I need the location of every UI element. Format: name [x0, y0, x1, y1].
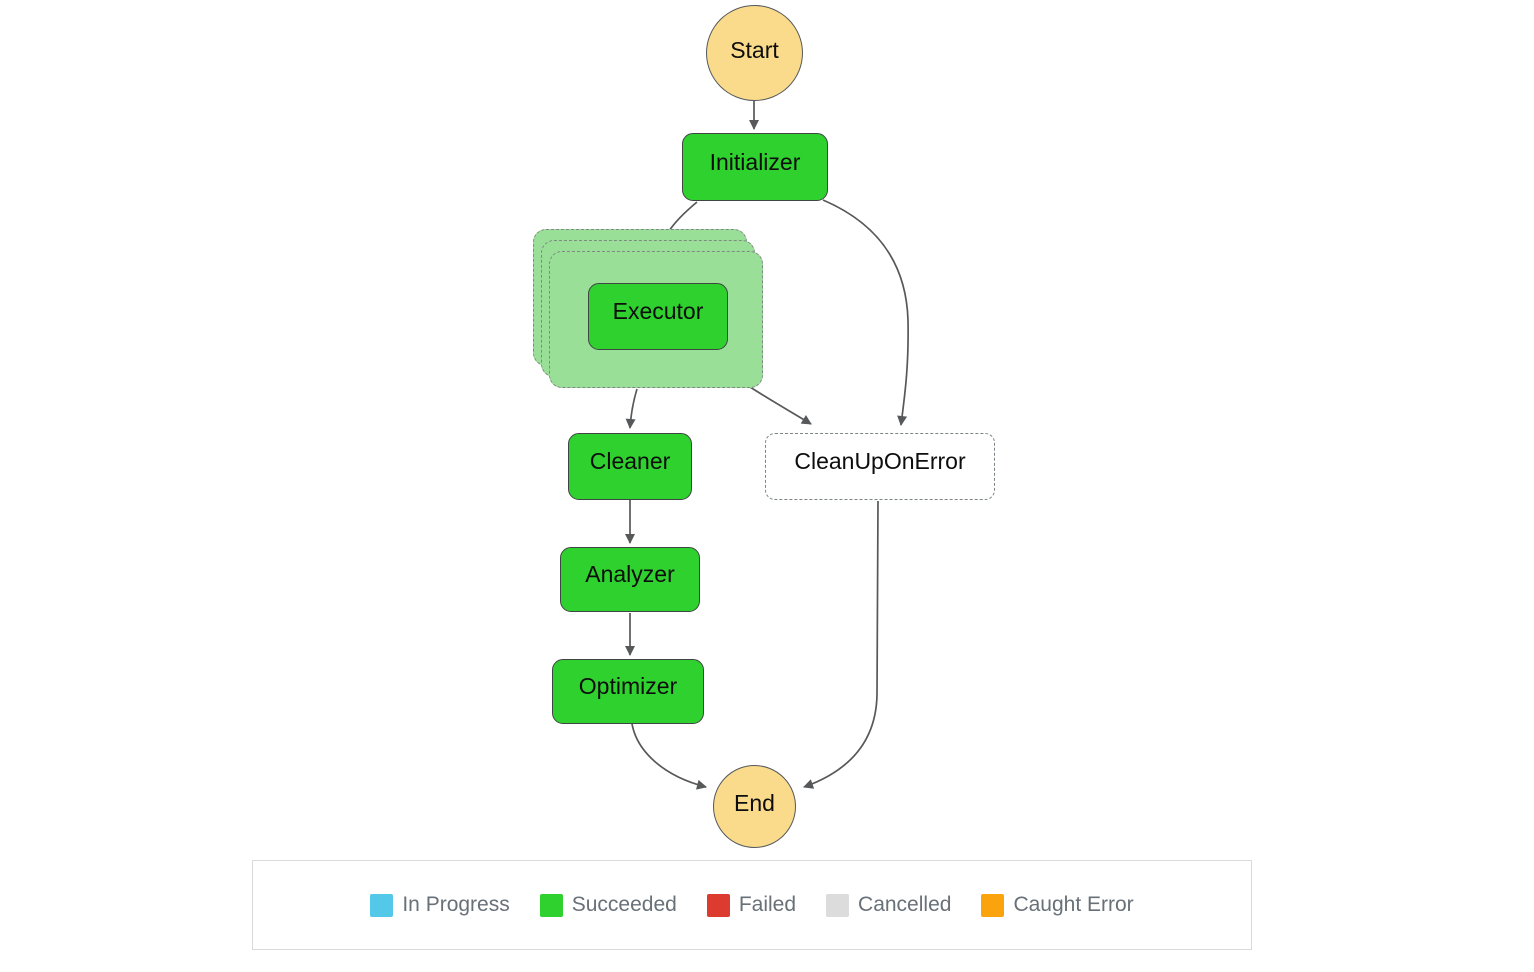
edge-optimizer-end [631, 723, 707, 790]
legend-item-failed: Failed [706, 893, 797, 917]
failed-swatch-icon [706, 893, 730, 917]
legend-item-in-progress: In Progress [370, 893, 510, 917]
legend-item-label: In Progress [402, 893, 510, 916]
legend-item-cancelled: Cancelled [826, 893, 951, 917]
node-cleanuponerror-label: CleanUpOnError [794, 448, 966, 474]
legend-item-label: Succeeded [571, 893, 677, 916]
node-executor[interactable]: Executor [588, 283, 728, 350]
edge-cleanup-end [803, 500, 879, 789]
legend-item-label: Caught Error [1013, 893, 1134, 916]
legend-item-label: Cancelled [858, 893, 952, 916]
legend-item-succeeded: Succeeded [539, 893, 677, 917]
node-start-label: Start [730, 36, 779, 63]
node-cleaner-label: Cleaner [589, 448, 671, 474]
edge-executor-cleanup [749, 386, 812, 425]
node-start[interactable]: Start [706, 5, 803, 101]
in-progress-swatch-icon [370, 893, 394, 917]
node-executor-label: Executor [612, 298, 704, 324]
edge-executor-cleaner [625, 388, 638, 429]
node-optimizer-label: Optimizer [578, 673, 678, 699]
node-analyzer-label: Analyzer [585, 561, 675, 587]
node-initializer[interactable]: Initializer [682, 133, 828, 201]
node-cleaner[interactable]: Cleaner [568, 433, 692, 500]
succeeded-swatch-icon [539, 893, 563, 917]
caught-error-swatch-icon [981, 893, 1005, 917]
node-initializer-label: Initializer [709, 148, 801, 175]
node-end-label: End [734, 790, 775, 816]
node-analyzer[interactable]: Analyzer [560, 547, 700, 612]
legend-item-label: Failed [738, 893, 797, 916]
node-optimizer[interactable]: Optimizer [552, 659, 704, 724]
legend-item-caught-error: Caught Error [981, 893, 1134, 917]
node-cleanuponerror[interactable]: CleanUpOnError [765, 433, 995, 500]
edge-initializer-cleanup [822, 199, 909, 426]
status-legend: In Progress Succeeded Failed Cancelled C… [252, 860, 1252, 950]
node-end[interactable]: End [713, 765, 796, 848]
cancelled-swatch-icon [826, 893, 850, 917]
